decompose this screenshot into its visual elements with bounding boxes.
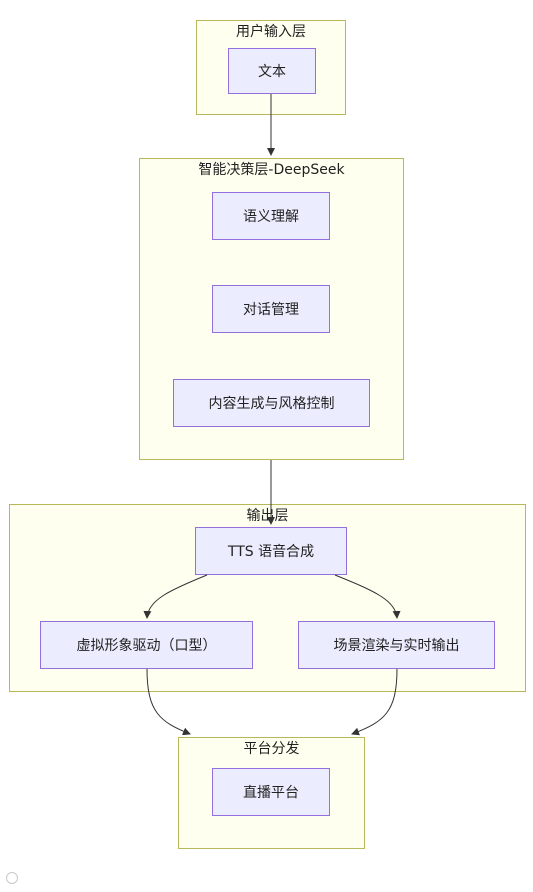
node-tts: TTS 语音合成 bbox=[195, 527, 347, 575]
input-layer-title: 用户输入层 bbox=[236, 24, 306, 40]
node-dialog-management: 对话管理 bbox=[212, 285, 330, 333]
distribution-layer-title: 平台分发 bbox=[243, 741, 300, 757]
watermark-logo-icon bbox=[6, 872, 18, 884]
node-scene-rendering: 场景渲染与实时输出 bbox=[298, 621, 495, 669]
node-content-generation: 内容生成与风格控制 bbox=[173, 379, 370, 427]
watermark bbox=[6, 872, 21, 885]
node-text: 文本 bbox=[228, 48, 316, 94]
decision-layer-title: 智能决策层-DeepSeek bbox=[198, 162, 345, 178]
node-live-platform: 直播平台 bbox=[212, 768, 330, 816]
node-semantic-understanding: 语义理解 bbox=[212, 192, 330, 240]
output-layer-title: 输出层 bbox=[246, 508, 289, 524]
node-avatar-driving: 虚拟形象驱动（口型） bbox=[40, 621, 253, 669]
